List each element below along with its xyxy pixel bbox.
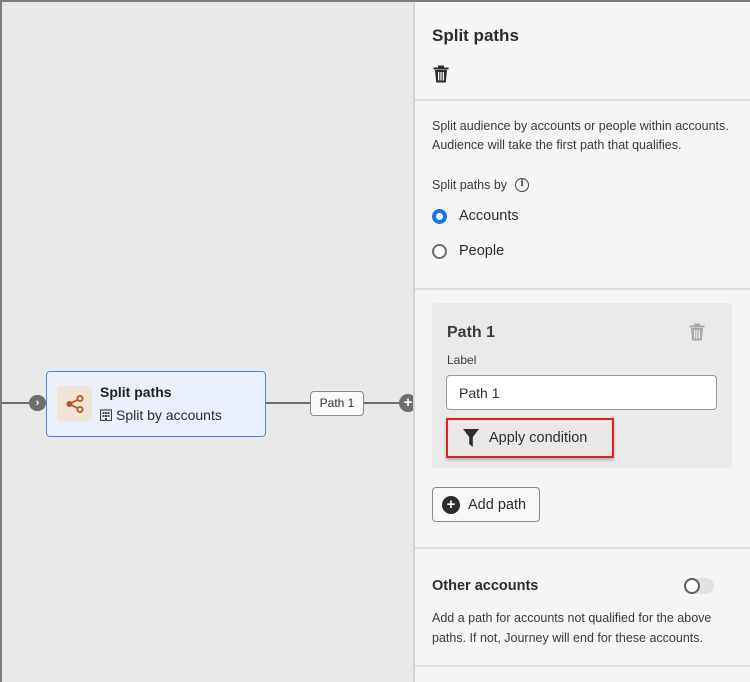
building-icon (100, 409, 112, 421)
path-card: Path 1 Label Apply condition (432, 303, 732, 468)
path-1-chip[interactable]: Path 1 (310, 391, 364, 416)
apply-condition-label: Apply condition (489, 430, 588, 446)
paths-section: Path 1 Label Apply condition (415, 290, 750, 549)
panel-header: Split paths (415, 2, 750, 101)
other-accounts-toggle[interactable] (684, 578, 714, 594)
split-by-label-row: Split paths by i (432, 178, 530, 192)
node-subtitle-text: Split by accounts (116, 407, 222, 423)
info-icon[interactable]: i (515, 178, 530, 192)
radio-people[interactable]: People (432, 243, 504, 259)
split-settings-section: Split audience by accounts or people wit… (415, 101, 750, 290)
share-icon (66, 394, 83, 413)
incoming-edge (2, 402, 38, 404)
add-path-button[interactable]: + Add path (432, 487, 540, 522)
path-card-title: Path 1 (447, 324, 496, 341)
journey-canvas[interactable]: › Split paths Split by accounts Path 1 + (2, 2, 417, 682)
radio-accounts-control[interactable] (432, 208, 447, 224)
properties-panel: Split paths Split audience by accounts o… (413, 2, 750, 682)
other-accounts-description: Add a path for accounts not qualified fo… (432, 611, 712, 645)
radio-people-control[interactable] (432, 243, 447, 259)
path-label-input[interactable] (446, 375, 717, 410)
trash-icon (433, 65, 449, 83)
trash-icon (689, 323, 705, 341)
radio-accounts[interactable]: Accounts (432, 208, 519, 224)
radio-accounts-label: Accounts (459, 208, 519, 224)
input-port-chevron-icon[interactable]: › (29, 395, 46, 411)
node-subtitle: Split by accounts (100, 407, 222, 423)
other-accounts-title: Other accounts (432, 578, 539, 594)
path-label-field-label: Label (447, 353, 477, 367)
split-by-label: Split paths by (432, 178, 508, 192)
apply-condition-button[interactable]: Apply condition (446, 418, 614, 458)
add-node-plus-icon[interactable]: + (399, 394, 417, 412)
panel-title: Split paths (432, 26, 519, 45)
other-accounts-section: Other accounts Add a path for accounts n… (415, 549, 750, 667)
node-title: Split paths (100, 384, 172, 400)
toggle-knob (684, 578, 700, 594)
delete-path-button[interactable] (689, 323, 705, 346)
filter-icon (463, 429, 479, 447)
split-description: Split audience by accounts or people wit… (432, 119, 729, 152)
delete-node-button[interactable] (433, 65, 449, 88)
add-circle-icon: + (442, 495, 460, 514)
radio-people-label: People (459, 243, 505, 259)
add-path-label: Add path (468, 496, 527, 513)
split-paths-node[interactable]: Split paths Split by accounts (46, 371, 266, 437)
node-icon-container (57, 386, 92, 421)
